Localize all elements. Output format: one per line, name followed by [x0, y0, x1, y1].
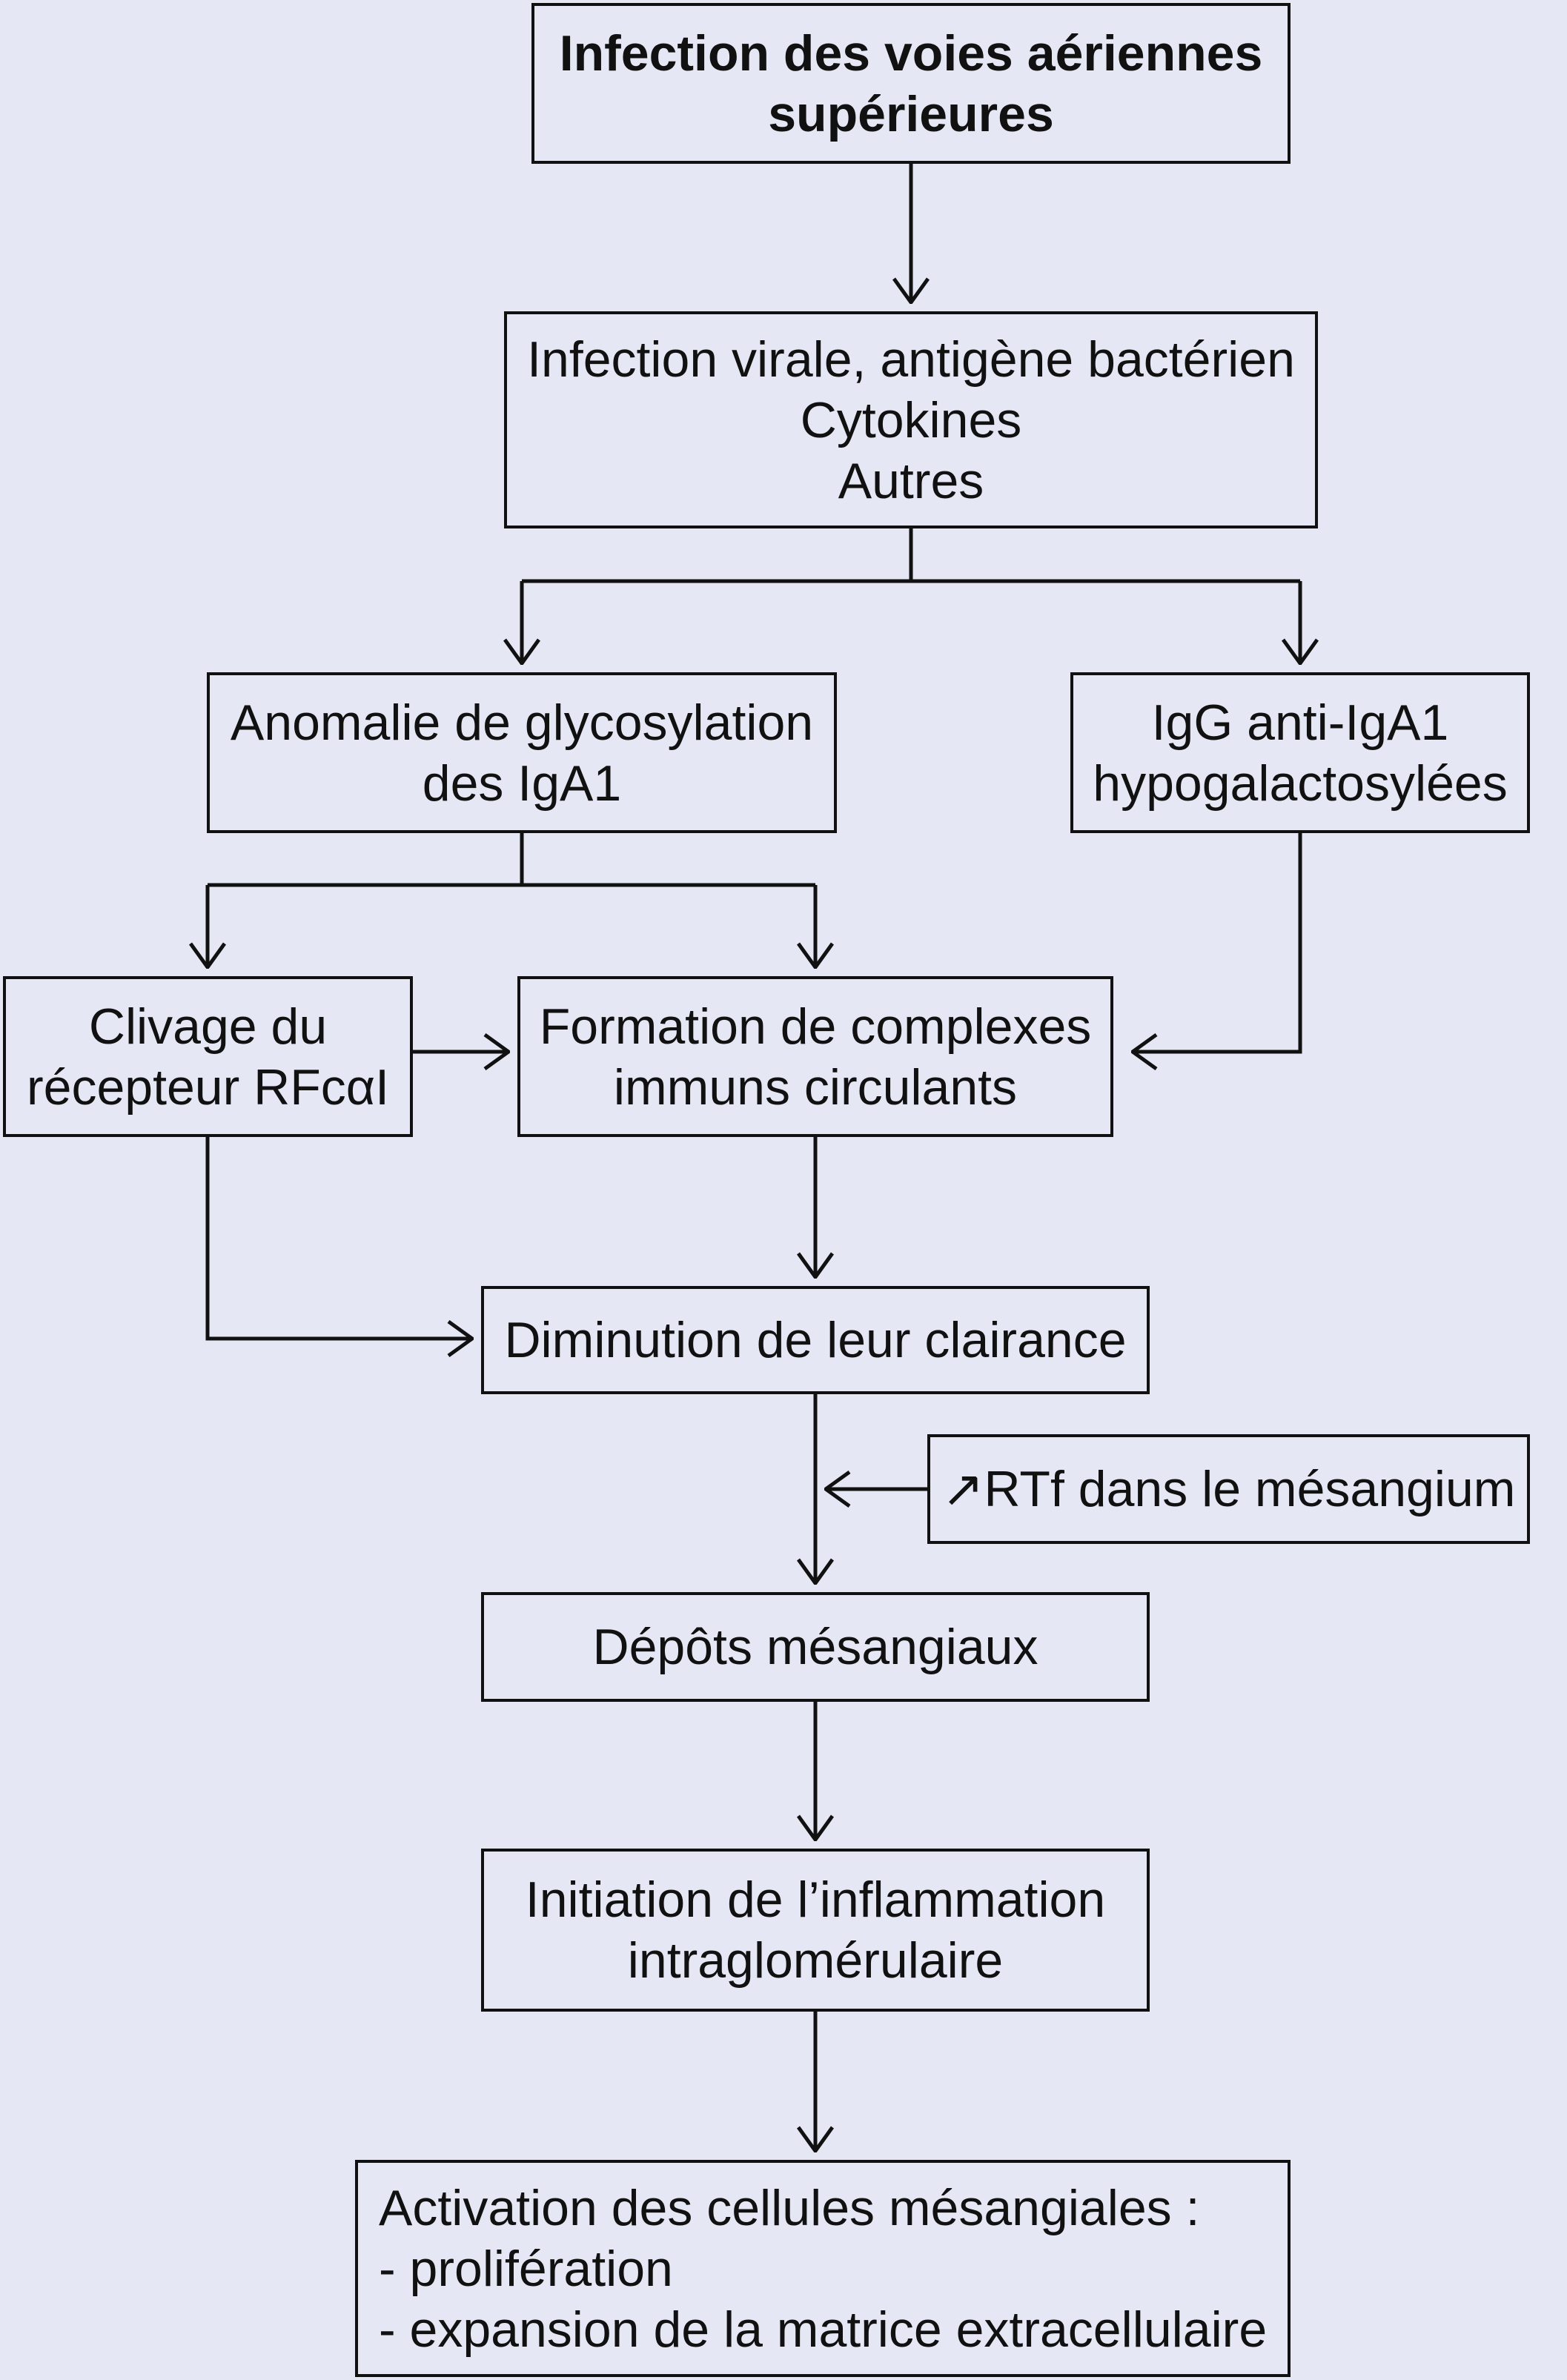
node-mesangial-activation: Activation des cellules mésangiales : - …	[355, 2160, 1291, 2377]
node-label-line: Diminution de leur clairance	[504, 1312, 1127, 1368]
node-label-line: Clivage du	[88, 998, 328, 1055]
arrow-anti-iga1-igg-to-complexes	[1133, 833, 1302, 1052]
node-label-line: Cytokines	[800, 391, 1022, 448]
arrow-cleavage-to-clearance	[205, 1137, 472, 1339]
node-label-line: supérieures	[768, 85, 1054, 142]
node-label-line: Autres	[838, 452, 984, 509]
node-label-line: immuns circulants	[613, 1058, 1018, 1116]
node-immune-complexes: Formation de complexes immuns circulants	[517, 976, 1113, 1137]
node-label-line: Dépôts mésangiaux	[592, 1619, 1038, 1675]
node-label-line: Formation de complexes	[539, 998, 1092, 1055]
node-label-line: Infection des voies aériennes	[559, 24, 1263, 82]
node-label-line: des IgA1	[422, 755, 622, 812]
node-label-line: récepteur RFcαI	[26, 1058, 389, 1116]
node-upper-airway-infection: Infection des voies aériennes supérieure…	[531, 3, 1291, 164]
node-inflammation-initiation: Initiation de l’inflammation intraglomér…	[481, 1849, 1150, 2012]
node-reduced-clearance: Diminution de leur clairance	[481, 1286, 1150, 1394]
node-label-line: - expansion de la matrice extracellulair…	[379, 2301, 1268, 2358]
node-label-line: hypogalactosylées	[1093, 755, 1508, 812]
node-label-line: intraglomérulaire	[627, 1932, 1004, 1989]
node-mesangial-rtf: ↗RTf dans le mésangium	[927, 1434, 1530, 1544]
node-receptor-cleavage: Clivage du récepteur RFcαI	[3, 976, 413, 1137]
node-anti-iga1-igg: IgG anti-IgA1 hypogalactosylées	[1070, 672, 1530, 833]
node-label-line: Infection virale, antigène bactérien	[527, 331, 1295, 388]
node-label-line: Initiation de l’inflammation	[525, 1872, 1106, 1928]
node-label-line: Activation des cellules mésangiales :	[379, 2179, 1200, 2236]
node-label-line: ↗RTf dans le mésangium	[941, 1461, 1516, 1517]
node-triggers: Infection virale, antigène bactérien Cyt…	[504, 311, 1318, 528]
node-label-line: - prolifération	[379, 2240, 673, 2297]
node-label-line: Anomalie de glycosylation	[230, 694, 814, 751]
node-label-line: IgG anti-IgA1	[1151, 694, 1449, 751]
node-mesangial-deposits: Dépôts mésangiaux	[481, 1592, 1150, 1702]
node-glycosylation-anomaly: Anomalie de glycosylation des IgA1	[207, 672, 837, 833]
